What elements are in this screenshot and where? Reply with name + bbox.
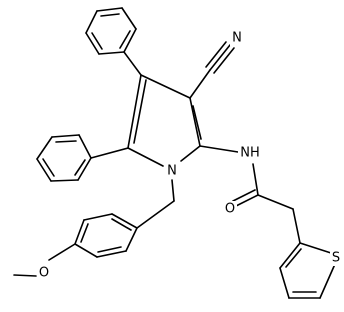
thiophene-ring bbox=[279, 242, 336, 299]
bond-phenyl-left-to-pyrrole bbox=[90, 147, 129, 159]
label-methoxy-o: O bbox=[37, 265, 51, 281]
bond-ring-to-amide-n bbox=[199, 145, 239, 153]
bond-pyrrole-n-to-ch2 bbox=[171, 179, 175, 202]
carbonyl-double-bond bbox=[232, 189, 259, 207]
bond-ch2-to-thiophene bbox=[292, 208, 301, 244]
nitrile-triple-bond bbox=[205, 41, 235, 74]
bond-amide-n-to-carbonyl bbox=[252, 163, 259, 196]
svg-text:O: O bbox=[225, 202, 235, 217]
label-nitrile-n: N bbox=[230, 30, 244, 46]
methoxyphenyl-ring bbox=[74, 213, 138, 258]
label-amide-o: O bbox=[223, 201, 237, 217]
phenyl-ring-top bbox=[85, 7, 137, 55]
bond-methoxy-o-to-methyl bbox=[13, 274, 37, 277]
svg-text:NH: NH bbox=[240, 146, 260, 161]
bond-ring-to-methoxy-o bbox=[48, 243, 76, 261]
label-pyrrole-n: N bbox=[165, 163, 179, 179]
svg-text:N: N bbox=[167, 164, 177, 179]
label-amide-nh: NH bbox=[238, 144, 262, 162]
phenyl-ring-left bbox=[36, 134, 92, 182]
svg-text:S: S bbox=[332, 251, 340, 266]
bond-phenyl-top-to-pyrrole bbox=[123, 51, 142, 76]
svg-text:N: N bbox=[232, 31, 242, 46]
pyrrole-ring bbox=[127, 74, 202, 167]
label-thiophene-s: S bbox=[330, 250, 342, 266]
bond-ring-to-nitrile-carbon bbox=[189, 69, 211, 99]
svg-text:O: O bbox=[39, 266, 49, 281]
bond-ch2-to-methoxyphenyl bbox=[136, 200, 175, 229]
bond-carbonyl-to-ch2 bbox=[257, 194, 294, 210]
